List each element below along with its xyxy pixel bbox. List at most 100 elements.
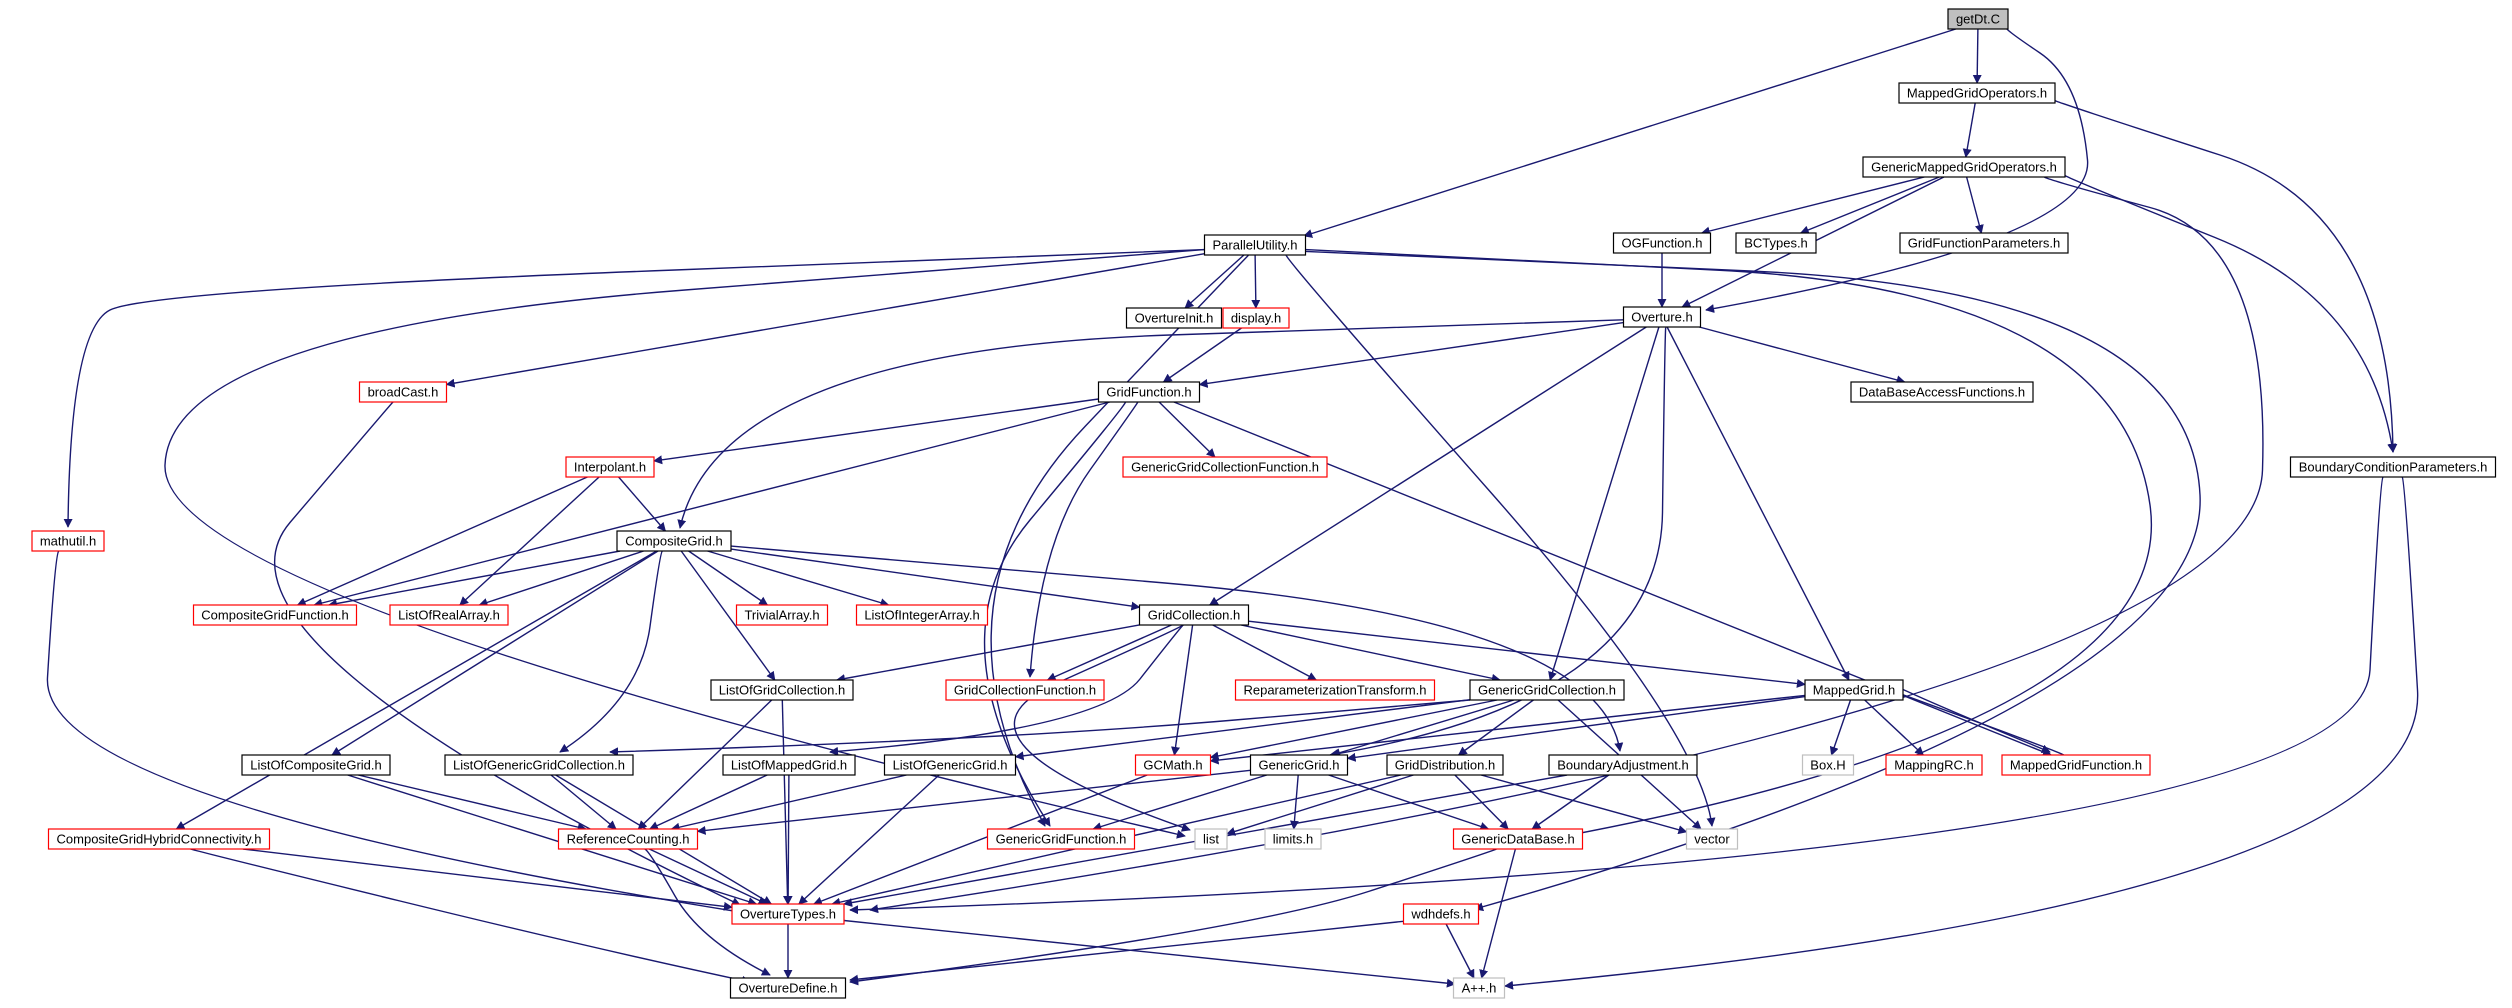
node-label: GenericMappedGridOperators.h: [1871, 160, 2057, 175]
edge-ParallelUtility-to-broadCast: [445, 253, 1205, 388]
node-OGFunction[interactable]: OGFunction.h: [1612, 232, 1712, 254]
node-box: [731, 903, 845, 925]
node-OvertureDefine[interactable]: OvertureDefine.h: [729, 977, 847, 999]
node-label: ListOfIntegerArray.h: [864, 608, 979, 623]
node-GridCollection[interactable]: GridCollection.h: [1138, 604, 1250, 626]
node-wdhdefs[interactable]: wdhdefs.h: [1402, 903, 1480, 925]
edge-wdhdefs-to-OvertureDefine: [849, 920, 1405, 984]
edge-MappedGridFunction-to-MappedGrid: [1889, 688, 2065, 756]
node-GridFunctionParameters[interactable]: GridFunctionParameters.h: [1899, 232, 2069, 254]
node-label: ListOfMappedGrid.h: [731, 758, 847, 773]
node-vector[interactable]: vector: [1685, 828, 1739, 850]
edge-getDt-to-MappedGridOperators: [1972, 28, 1982, 84]
node-box: [1885, 754, 1983, 776]
node-OvertureInit[interactable]: OvertureInit.h: [1125, 307, 1223, 329]
node-GridFunction[interactable]: GridFunction.h: [1097, 381, 1201, 403]
node-Overture[interactable]: Overture.h: [1622, 306, 1702, 328]
node-GenericGridCollectionFunction[interactable]: GenericGridCollectionFunction.h: [1122, 456, 1328, 478]
node-CompositeGridFunction[interactable]: CompositeGridFunction.h: [192, 604, 358, 626]
node-TrivialArray[interactable]: TrivialArray.h: [735, 604, 829, 626]
node-GridDistribution[interactable]: GridDistribution.h: [1386, 754, 1504, 776]
node-label: GridCollection.h: [1148, 608, 1241, 623]
node-GCMath[interactable]: GCMath.h: [1134, 754, 1212, 776]
node-label: GenericGridCollection.h: [1478, 683, 1616, 698]
node-label: CompositeGridHybridConnectivity.h: [57, 832, 262, 847]
node-box: [1685, 828, 1739, 850]
edge-layer: [46, 27, 2419, 990]
edge-ParallelUtility-to-list: [164, 248, 1205, 839]
node-label: CompositeGridFunction.h: [201, 608, 348, 623]
node-ReferenceCounting[interactable]: ReferenceCounting.h: [557, 828, 699, 850]
node-label: limits.h: [1273, 832, 1313, 847]
edge-MappedGrid-to-GCMath: [1209, 694, 1806, 765]
node-ListOfGenericGrid[interactable]: ListOfGenericGrid.h: [883, 754, 1017, 776]
node-box: [945, 679, 1105, 701]
node-MappedGridFunction[interactable]: MappedGridFunction.h: [2001, 754, 2151, 776]
edge-mathutil-to-OvertureTypes: [46, 550, 741, 916]
node-GenericMappedGridOperators[interactable]: GenericMappedGridOperators.h: [1862, 156, 2066, 178]
node-ParallelUtility[interactable]: ParallelUtility.h: [1203, 234, 1307, 256]
node-box: [616, 530, 732, 552]
node-MappedGridOperators[interactable]: MappedGridOperators.h: [1898, 82, 2056, 104]
node-BoxH[interactable]: Box.H: [1801, 754, 1855, 776]
edge-GenericDataBase-to-Aplusplus: [1479, 848, 1517, 979]
node-ListOfIntegerArray[interactable]: ListOfIntegerArray.h: [855, 604, 989, 626]
node-Aplusplus[interactable]: A++.h: [1452, 977, 1506, 999]
node-ListOfGridCollection[interactable]: ListOfGridCollection.h: [710, 679, 854, 701]
node-GridCollectionFunction[interactable]: GridCollectionFunction.h: [945, 679, 1105, 701]
node-label: BoundaryAdjustment.h: [1557, 758, 1689, 773]
edge-MappedGrid-to-GenericGrid: [1346, 695, 1806, 762]
node-label: GridDistribution.h: [1395, 758, 1495, 773]
node-GenericGrid[interactable]: GenericGrid.h: [1249, 754, 1349, 776]
edge-Overture-to-GridCollection: [1208, 326, 1647, 606]
node-label: TrivialArray.h: [744, 608, 819, 623]
edge-GridFunction-to-Interpolant: [653, 398, 1099, 465]
edge-ListOfMappedGrid-to-ReferenceCounting: [648, 774, 768, 830]
edge-GridDistribution-to-vector: [1480, 774, 1688, 835]
edge-CompositeGrid-to-CompositeGridFunction: [328, 550, 621, 608]
edge-broadCast-to-OvertureTypes: [273, 401, 741, 906]
node-BoundaryAdjustment[interactable]: BoundaryAdjustment.h: [1548, 754, 1698, 776]
node-label: BCTypes.h: [1744, 236, 1808, 251]
node-GenericGridFunction[interactable]: GenericGridFunction.h: [986, 828, 1136, 850]
node-ListOfRealArray[interactable]: ListOfRealArray.h: [389, 604, 509, 626]
edge-GridFunction-to-MappedGridFunction: [1173, 401, 2052, 757]
node-OvertureTypes[interactable]: OvertureTypes.h: [731, 903, 845, 925]
node-DataBaseAccessFunctions[interactable]: DataBaseAccessFunctions.h: [1850, 381, 2034, 403]
node-list[interactable]: list: [1194, 828, 1228, 850]
node-box: [2289, 456, 2497, 478]
node-ListOfCompositeGrid[interactable]: ListOfCompositeGrid.h: [241, 754, 391, 776]
node-BoundaryConditionParameters[interactable]: BoundaryConditionParameters.h: [2289, 456, 2497, 478]
edge-GenericMappedGridOperators-to-GridFunctionParameters: [1965, 176, 1984, 234]
node-GenericDataBase[interactable]: GenericDataBase.h: [1452, 828, 1584, 850]
node-limits[interactable]: limits.h: [1264, 828, 1322, 850]
node-box: [389, 604, 509, 626]
edge-ParallelUtility-to-GenericDataBase: [1305, 248, 2153, 839]
node-label: GCMath.h: [1143, 758, 1202, 773]
node-MappingRC[interactable]: MappingRC.h: [1885, 754, 1983, 776]
node-ReparameterizationTransform[interactable]: ReparameterizationTransform.h: [1234, 679, 1436, 701]
node-GenericGridCollection[interactable]: GenericGridCollection.h: [1469, 679, 1625, 701]
node-broadCast[interactable]: broadCast.h: [358, 381, 448, 403]
edge-GridFunction-to-GenericGridCollectionFunction: [1158, 401, 1216, 458]
node-box: [1862, 156, 2066, 178]
node-label: BoundaryConditionParameters.h: [2299, 460, 2488, 475]
edge-CompositeGrid-to-TrivialArray: [688, 550, 769, 606]
node-ListOfMappedGrid[interactable]: ListOfMappedGrid.h: [722, 754, 856, 776]
node-ListOfGenericGridCollection[interactable]: ListOfGenericGridCollection.h: [444, 754, 634, 776]
node-BCTypes[interactable]: BCTypes.h: [1735, 232, 1817, 254]
node-MappedGrid[interactable]: MappedGrid.h: [1804, 679, 1904, 701]
node-getDt[interactable]: getDt.C: [1947, 8, 2009, 30]
node-CompositeGrid[interactable]: CompositeGrid.h: [616, 530, 732, 552]
node-CompositeGridHybridConnectivity[interactable]: CompositeGridHybridConnectivity.h: [47, 828, 271, 850]
node-display[interactable]: display.h: [1222, 307, 1290, 329]
node-Interpolant[interactable]: Interpolant.h: [565, 456, 655, 478]
node-mathutil[interactable]: mathutil.h: [31, 530, 105, 552]
node-label: OvertureInit.h: [1135, 311, 1214, 326]
edge-GenericGrid-to-GenericDataBase: [1328, 774, 1490, 831]
node-box: [710, 679, 854, 701]
edge-wdhdefs-to-Aplusplus: [1445, 923, 1475, 979]
node-label: ReparameterizationTransform.h: [1243, 683, 1426, 698]
node-box: [1203, 234, 1307, 256]
